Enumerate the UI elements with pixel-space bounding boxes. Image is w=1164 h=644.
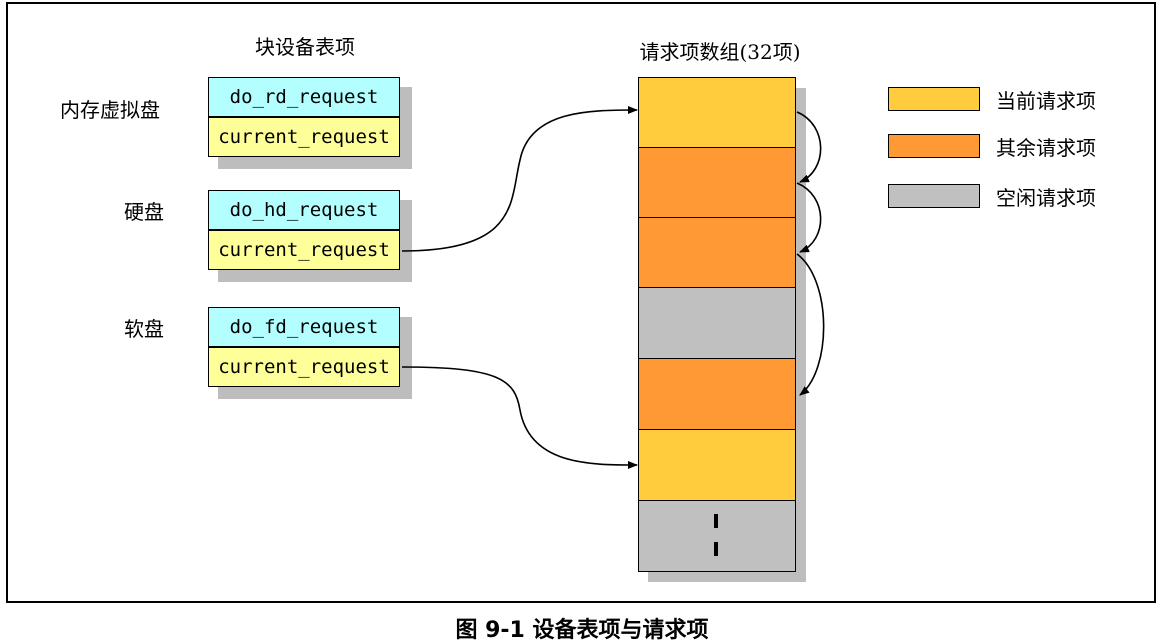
chain-arrow-2 xyxy=(796,182,822,253)
request-slot-free-2 xyxy=(638,500,796,572)
fd-current-pointer-arrow xyxy=(401,366,638,469)
request-fn-cell: do_rd_request xyxy=(208,77,400,117)
continuation-dash-1 xyxy=(714,514,718,528)
current-request-cell: current_request xyxy=(208,230,400,270)
legend-label-free: 空闲请求项 xyxy=(996,186,1096,210)
figure-frame xyxy=(6,2,1156,603)
continuation-dash-2 xyxy=(714,542,718,556)
request-fn-cell: do_fd_request xyxy=(208,307,400,347)
hd-current-pointer-arrow xyxy=(401,106,638,252)
legend-swatch-other xyxy=(888,134,980,158)
legend-label-other: 其余请求项 xyxy=(996,136,1096,160)
device-label-ramdisk: 内存虚拟盘 xyxy=(60,98,160,122)
current-request-cell: current_request xyxy=(208,117,400,157)
figure-caption: 图 9-1 设备表项与请求项 xyxy=(455,618,709,643)
device-table-title: 块设备表项 xyxy=(255,35,355,59)
current-request-cell: current_request xyxy=(208,347,400,387)
legend-swatch-free xyxy=(888,184,980,208)
request-slot-current-2 xyxy=(638,429,796,501)
request-fn-cell: do_hd_request xyxy=(208,190,400,230)
legend-swatch-current xyxy=(888,87,980,111)
device-label-floppy: 软盘 xyxy=(124,317,164,341)
request-slot-free-1 xyxy=(638,287,796,359)
request-slot-other-3 xyxy=(638,358,796,430)
request-array-title: 请求项数组(32项) xyxy=(639,40,801,64)
chain-arrow-1 xyxy=(796,111,822,183)
device-label-harddisk: 硬盘 xyxy=(124,200,164,224)
legend-label-current: 当前请求项 xyxy=(996,89,1096,113)
chain-arrow-3 xyxy=(796,253,825,396)
